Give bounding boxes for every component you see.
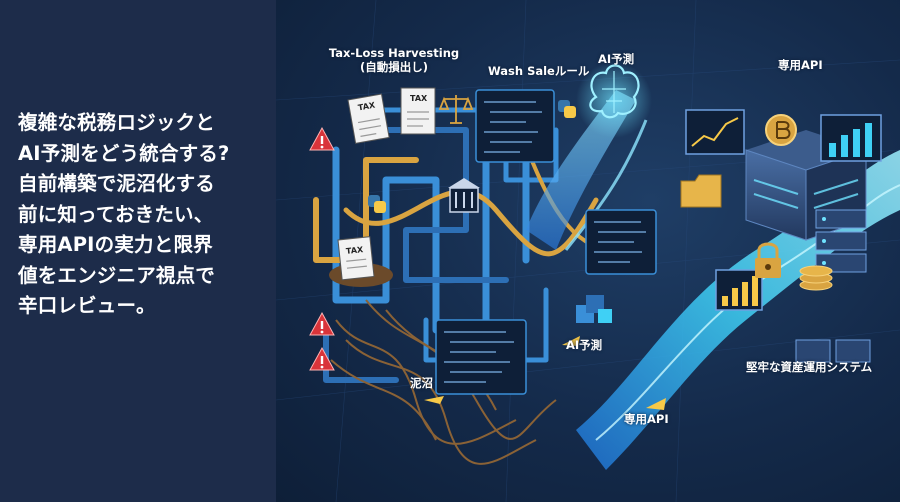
document-icon-3 (337, 236, 375, 281)
warning-icon-2 (309, 311, 335, 336)
code-window-3 (435, 319, 527, 395)
label-tax-loss-line2: (自動損出し) (359, 60, 428, 74)
warning-icon-1 (309, 126, 335, 151)
headline-line-3: 自前構築で泥沼化する (18, 172, 216, 195)
chart-icon-2 (820, 114, 882, 162)
server-rack-icon (815, 209, 867, 273)
label-tax-loss-line1: Tax-Loss Harvesting (328, 46, 460, 60)
folder-icon (680, 174, 722, 208)
text-panel: 複雑な税務ロジックと AI予測をどう統合する? 自前構築で泥沼化する 前に知って… (0, 0, 276, 502)
headline: 複雑な税務ロジックと AI予測をどう統合する? 自前構築で泥沼化する 前に知って… (18, 108, 276, 322)
headline-line-2: AI予測をどう統合する? (18, 141, 230, 165)
headline-line-7: 辛口レビュー。 (18, 294, 156, 317)
document-icon-1 (347, 93, 390, 144)
bank-icon (448, 178, 480, 213)
label-tax-loss-harvesting: Tax-Loss Harvesting (自動損出し) (324, 46, 464, 74)
tiles (795, 339, 871, 363)
brain-icon (576, 62, 652, 138)
label-tax-doc-2: TAX (410, 94, 428, 103)
bitcoin-icon (765, 114, 797, 146)
illustration: Tax-Loss Harvesting (自動損出し) Wash Saleルール… (276, 0, 900, 502)
code-window-1 (475, 89, 555, 163)
python-logo-icon (558, 100, 576, 118)
label-tax-doc-3: TAX (345, 245, 364, 256)
arrow-icons (424, 336, 666, 410)
headline-line-1: 複雑な税務ロジックと (18, 111, 216, 134)
label-wash-sale: Wash Saleルール (488, 64, 590, 78)
label-ai-predict-top: AI予測 (598, 52, 635, 66)
headline-line-4: 前に知っておきたい、 (18, 202, 214, 226)
label-robust-system: 堅牢な資産運用システム (746, 360, 873, 374)
headline-line-6: 値をエンジニア視点で (18, 263, 216, 287)
lock-icon (755, 242, 781, 278)
chart-icon-1 (685, 109, 745, 155)
label-dedicated-api-top: 専用API (778, 58, 823, 72)
headline-line-5: 専用APIの実力と限界 (18, 233, 213, 256)
code-window-2 (585, 209, 657, 275)
label-tax-doc-1: TAX (357, 100, 376, 113)
label-ai-predict-mid: AI予測 (566, 338, 603, 352)
illustration-art (276, 0, 900, 502)
python-logo-icon-2 (368, 195, 386, 213)
coin-stack-icon (799, 265, 833, 291)
chart-icon-3 (715, 269, 763, 311)
document-icon-2 (400, 87, 436, 135)
label-dedicated-api-bottom: 専用API (624, 412, 669, 426)
warning-icon-3 (309, 346, 335, 371)
label-mire: 泥沼 (410, 376, 433, 390)
data-blocks (576, 295, 612, 323)
scales-icon (438, 95, 474, 124)
